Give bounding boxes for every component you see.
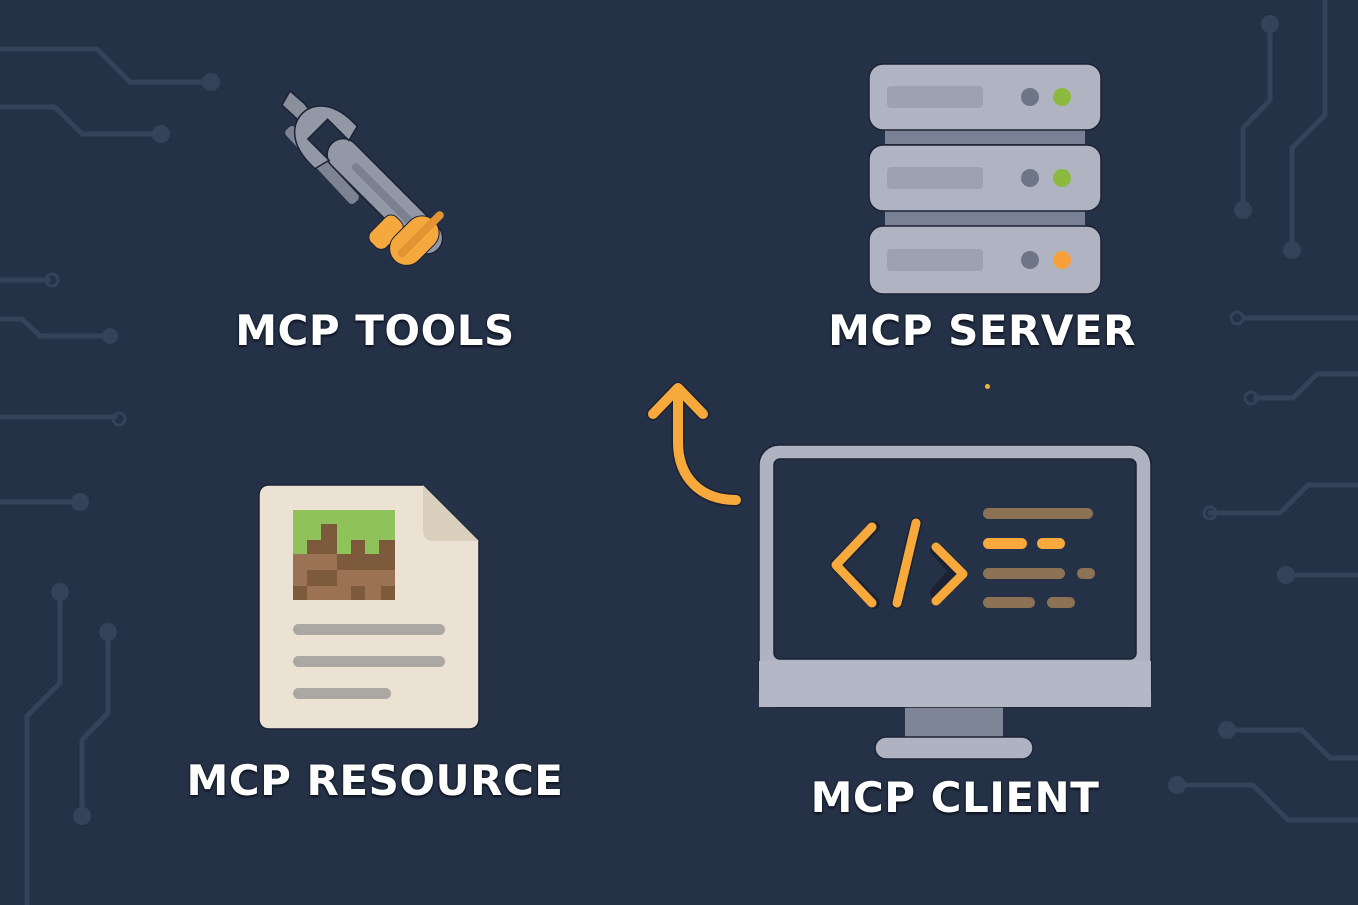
mcp-resource-label: MCP RESOURCE xyxy=(186,756,564,805)
wrench-screwdriver-icon xyxy=(281,89,444,266)
curved-arrow-client-to-tools xyxy=(646,381,743,507)
mcp-tools-label: MCP TOOLS xyxy=(235,306,515,355)
server-rack-icon xyxy=(868,63,1102,295)
mcp-tools-node xyxy=(270,85,480,285)
mcp-client-node xyxy=(757,443,1153,763)
mcp-resource-node xyxy=(257,483,482,733)
mcp-server-node xyxy=(867,62,1103,298)
monitor-code-icon xyxy=(758,444,1152,760)
document-grass-block-icon xyxy=(258,484,480,730)
accent-dot xyxy=(985,384,990,389)
mcp-client-label: MCP CLIENT xyxy=(810,773,1100,822)
mcp-server-label: MCP SERVER xyxy=(828,306,1136,355)
